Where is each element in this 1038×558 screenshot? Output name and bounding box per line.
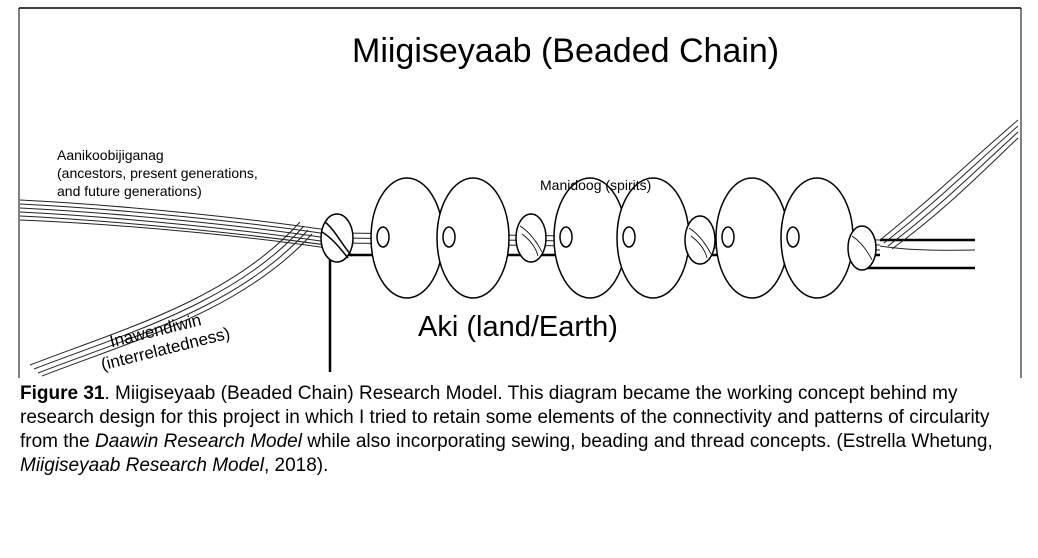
left-knot [321,214,353,262]
caption-text-3: , 2018). [264,455,328,476]
beaded-chain-diagram: Miigiseyaab (Beaded Chain) [0,0,1038,380]
right-thread [880,120,1018,250]
interrelatedness-label: Inawendiwin (interrelatedness) [94,304,232,374]
ancestors-label: Aanikoobijiganag (ancestors, present gen… [57,147,262,199]
caption-text-2: while also incorporating sewing, beading… [302,431,993,452]
land-label: Aki (land/Earth) [418,311,618,343]
caption-italic-daawin: Daawin Research Model [95,431,302,452]
figure-number: Figure 31 [20,383,104,404]
caption-italic-model: Miigiseyaab Research Model [20,455,264,476]
figure-caption: Figure 31. Miigiseyaab (Beaded Chain) Re… [20,382,1020,478]
spirits-label: Manidoog (spirits) [540,177,651,193]
diagram-title: Miigiseyaab (Beaded Chain) [352,32,779,70]
ancestor-thread [20,200,340,250]
